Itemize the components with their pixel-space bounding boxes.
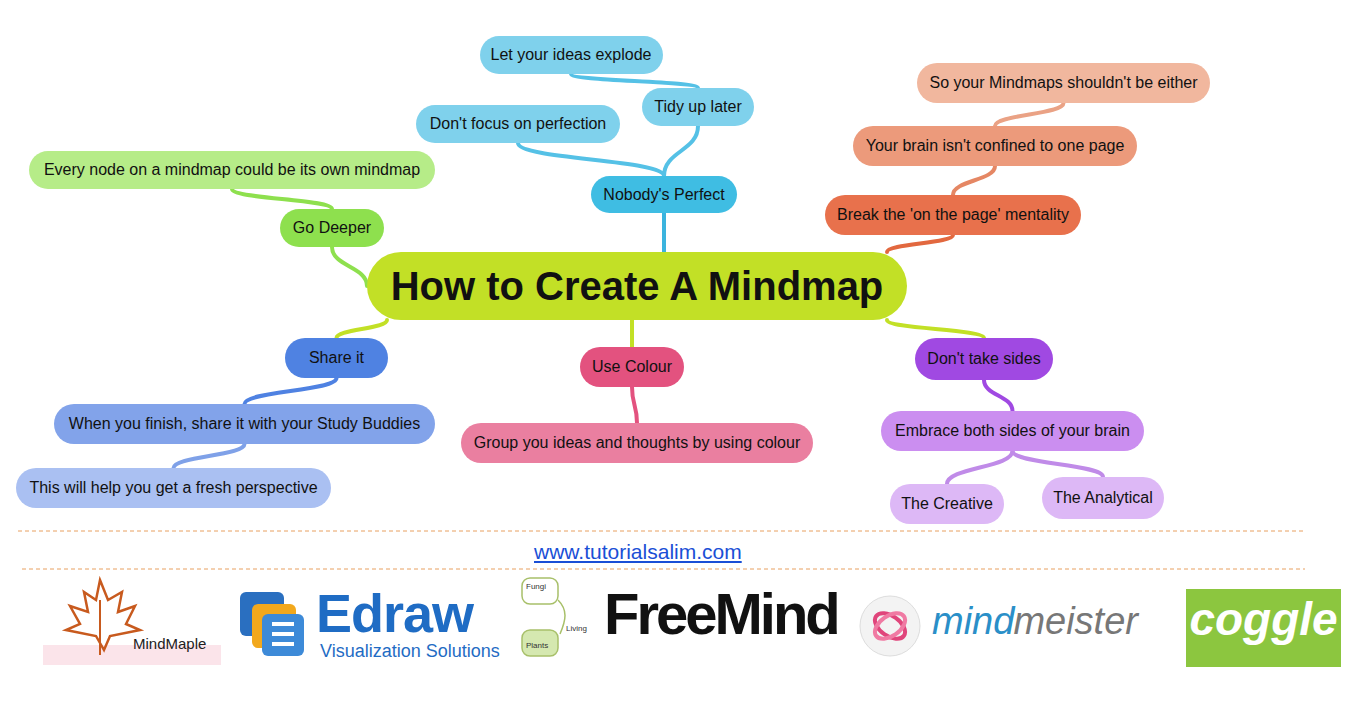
branch-node: So your Mindmaps shouldn't be either bbox=[917, 63, 1210, 103]
node-text: Tidy up later bbox=[654, 98, 741, 116]
node-text: Let your ideas explode bbox=[491, 46, 652, 64]
branch-node: When you finish, share it with your Stud… bbox=[54, 404, 435, 444]
branch-connector bbox=[232, 189, 332, 209]
branch-connector bbox=[571, 74, 698, 88]
node-text: Nobody's Perfect bbox=[603, 186, 724, 204]
branch-connector bbox=[245, 378, 337, 404]
branch-connector bbox=[630, 320, 634, 347]
freemind-icon bbox=[522, 578, 565, 656]
node-text: Don't focus on perfection bbox=[430, 115, 607, 133]
mindmeister-icon bbox=[860, 596, 920, 656]
branch-node: Don't take sides bbox=[915, 338, 1053, 380]
branch-connector bbox=[174, 444, 245, 468]
node-text: Go Deeper bbox=[293, 219, 371, 237]
logo-text: MindMaple bbox=[133, 635, 206, 652]
branch-connector bbox=[887, 320, 984, 338]
node-text: Use Colour bbox=[592, 358, 672, 376]
branch-node: Nobody's Perfect bbox=[591, 176, 737, 213]
branch-node: Let your ideas explode bbox=[480, 36, 663, 74]
branch-node: This will help you get a fresh perspecti… bbox=[16, 468, 331, 508]
node-text: Share it bbox=[309, 349, 364, 367]
logo-text: coggle bbox=[1189, 592, 1337, 646]
branch-node: Don't focus on perfection bbox=[416, 105, 620, 143]
logo-text: Plants bbox=[526, 641, 548, 650]
central-node: How to Create A Mindmap bbox=[367, 252, 907, 320]
logo-text: meister bbox=[1013, 600, 1138, 643]
coggle-logo-ground bbox=[1186, 589, 1341, 667]
edraw-icon bbox=[240, 592, 304, 656]
mindmaple-logo bbox=[43, 580, 221, 665]
node-text: The Creative bbox=[901, 495, 993, 513]
node-text: Every node on a mindmap could be its own… bbox=[44, 161, 420, 179]
node-text: So your Mindmaps shouldn't be either bbox=[929, 74, 1197, 92]
node-text: How to Create A Mindmap bbox=[391, 264, 884, 309]
branch-node: Break the 'on the page' mentality bbox=[825, 195, 1081, 235]
branch-connector bbox=[332, 247, 367, 286]
node-text: The Analytical bbox=[1053, 489, 1153, 507]
branch-node: Your brain isn't confined to one page bbox=[853, 126, 1137, 166]
branch-connector bbox=[953, 166, 995, 195]
node-text: Your brain isn't confined to one page bbox=[866, 137, 1125, 155]
branch-connector bbox=[947, 451, 1013, 484]
node-text: When you finish, share it with your Stud… bbox=[69, 415, 420, 433]
branch-connector bbox=[337, 320, 388, 338]
branch-connector bbox=[984, 380, 1013, 411]
branch-connector bbox=[887, 235, 953, 252]
node-text: Group you ideas and thoughts by using co… bbox=[474, 434, 800, 452]
logo-text: Fungi bbox=[526, 582, 546, 591]
branch-connector bbox=[995, 103, 1064, 126]
divider-line bbox=[22, 569, 1305, 570]
node-text: This will help you get a fresh perspecti… bbox=[29, 479, 317, 497]
branch-connector bbox=[1013, 451, 1104, 477]
branch-connector bbox=[662, 213, 666, 252]
node-text: Break the 'on the page' mentality bbox=[837, 206, 1069, 224]
website-link: www.tutorialsalim.com bbox=[534, 540, 742, 564]
branch-node: Tidy up later bbox=[642, 88, 754, 126]
branch-node: Use Colour bbox=[580, 347, 684, 387]
logo-text: mind bbox=[932, 600, 1014, 643]
branch-node: Go Deeper bbox=[280, 209, 384, 247]
branch-connector bbox=[518, 143, 664, 176]
divider-line bbox=[18, 531, 1305, 532]
branch-node: Share it bbox=[285, 338, 388, 378]
branch-node: Every node on a mindmap could be its own… bbox=[29, 151, 435, 189]
logo-text: Living bbox=[566, 624, 587, 633]
logo-text: Visualization Solutions bbox=[320, 641, 500, 662]
branch-node: Group you ideas and thoughts by using co… bbox=[461, 423, 813, 463]
branch-node: The Creative bbox=[890, 484, 1004, 524]
node-text: Embrace both sides of your brain bbox=[895, 422, 1130, 440]
branch-node: The Analytical bbox=[1042, 477, 1164, 519]
logo-text: FreeMind bbox=[604, 580, 838, 647]
logo-text: Edraw bbox=[316, 582, 473, 644]
branch-connector bbox=[664, 126, 698, 176]
branch-node: Embrace both sides of your brain bbox=[881, 411, 1144, 451]
node-text: Don't take sides bbox=[927, 350, 1040, 368]
branch-connector bbox=[632, 387, 637, 423]
